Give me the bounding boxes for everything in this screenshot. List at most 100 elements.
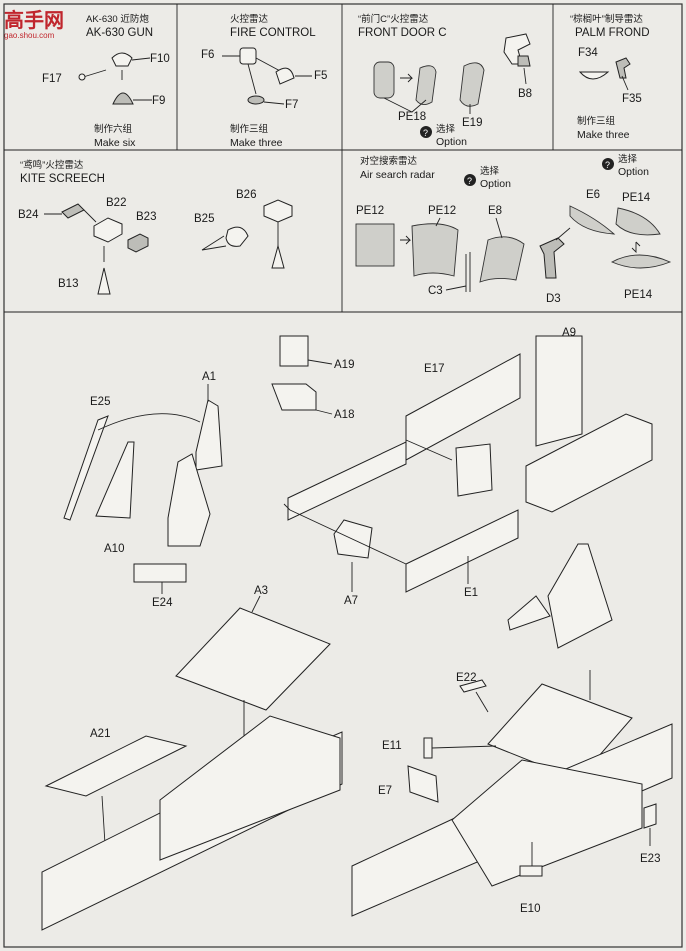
superstructure-right [525, 413, 653, 513]
watermark-chars: 高手网 [4, 10, 64, 32]
air-search-title-en: Air search radar [360, 169, 435, 181]
option-marker-icon-2 [464, 174, 476, 186]
f34-dish-part [578, 71, 610, 80]
label-E22: E22 [456, 672, 476, 684]
option-marker-icon-3 [602, 158, 614, 170]
f35-mount-part [615, 57, 631, 79]
label-F10: F10 [150, 53, 170, 65]
label-E1: E1 [464, 587, 478, 599]
part-E22 [459, 679, 487, 693]
front-door-option-zh: 选择 [436, 123, 456, 135]
air-search-title-zh: 对空搜索雷达 [360, 155, 418, 167]
label-A1: A1 [202, 371, 216, 383]
fire-control-note-zh: 制作三组 [230, 123, 269, 135]
ak630-turret-part [111, 52, 133, 67]
part-E23 [643, 803, 657, 829]
b22-part [93, 217, 123, 243]
label-B23: B23 [136, 211, 156, 223]
label-A9: A9 [562, 327, 576, 339]
part-E24-block [167, 453, 211, 547]
label-E24: E24 [152, 597, 173, 609]
fc-base-part [247, 95, 265, 105]
part-A1 [195, 399, 223, 471]
front-door-title-zh: “前门C”火控雷达 [358, 13, 429, 25]
palm-frond-note-en: Make three [577, 129, 630, 141]
b24-part [61, 203, 85, 219]
part-E11 [423, 737, 433, 759]
part-A3 [175, 607, 331, 711]
e19-radar-face [459, 62, 485, 107]
part-A9 [535, 335, 583, 447]
label-PE12-flat: PE12 [356, 205, 384, 217]
label-E6: E6 [586, 189, 600, 201]
panel-fire-control: 火控雷达 FIRE CONTROL F6 F5 F7 制作三组 Make thr… [201, 13, 327, 149]
e6-antenna-part [569, 205, 616, 235]
label-B8: B8 [518, 88, 532, 100]
front-door-title-en: FRONT DOOR C [358, 27, 447, 39]
label-PE14-top: PE14 [622, 192, 651, 204]
label-PE18: PE18 [398, 111, 426, 123]
b13-mast-part [97, 267, 111, 295]
label-A3: A3 [254, 585, 268, 597]
label-PE14-bottom: PE14 [624, 289, 653, 301]
fire-control-title-en: FIRE CONTROL [230, 27, 316, 39]
watermark-url: gao.shou.com [4, 31, 55, 40]
fire-control-title-zh: 火控雷达 [230, 13, 269, 25]
label-E8: E8 [488, 205, 502, 217]
pe18-bent-mesh [415, 65, 437, 105]
panel-kite-screech: “鸢鸣”火控雷达 KITE SCREECH B24 B22 B23 B13 B2… [18, 159, 293, 295]
hull-left-superstructure [159, 715, 341, 861]
option-marker-glyph-3: ? [605, 160, 610, 170]
label-E25: E25 [90, 396, 110, 408]
label-B26: B26 [236, 189, 256, 201]
label-E10: E10 [520, 903, 540, 915]
kite-title-zh: “鸢鸣”火控雷达 [20, 159, 84, 171]
panel-air-search: 对空搜索雷达 Air search radar ? 选择 Option PE12… [355, 153, 672, 305]
panel-frames [3, 3, 683, 948]
part-E1 [405, 509, 519, 593]
fc-director-part [239, 47, 257, 65]
label-A19: A19 [334, 359, 354, 371]
pe12-bent-mesh [411, 223, 459, 277]
label-E23: E23 [640, 853, 660, 865]
part-E10 [519, 865, 543, 877]
part-E24 [133, 563, 187, 583]
air-search-option-en: Option [480, 178, 511, 190]
label-E7: E7 [378, 785, 392, 797]
label-B13: B13 [58, 278, 78, 290]
option-marker-glyph-2: ? [467, 176, 472, 186]
hull-right-superstructure [451, 759, 643, 887]
label-F35: F35 [622, 93, 642, 105]
b25-dish-part [225, 226, 249, 247]
palm-frond-note-zh: 制作三组 [577, 115, 616, 127]
palm-frond-title-en: PALM FROND [575, 27, 650, 39]
label-F6: F6 [201, 49, 214, 61]
front-door-option-en: Option [436, 136, 467, 148]
pe14-bottom-mesh [610, 254, 672, 269]
fc-dish-part [275, 67, 295, 85]
label-F17: F17 [42, 73, 62, 85]
air-search-option2-en: Option [618, 166, 649, 178]
panel-palm-frond: “棕榈叶”制导雷达 PALM FROND F34 F35 制作三组 Make t… [570, 13, 650, 141]
b23-part [127, 233, 149, 253]
label-C3: C3 [428, 285, 443, 297]
watermark-logo: 高手网 gao.shou.com [4, 4, 64, 40]
part-A21 [44, 735, 188, 797]
option-marker-icon [420, 126, 432, 138]
pe14-top-mesh [615, 207, 661, 236]
label-D3: D3 [546, 293, 561, 305]
option-marker-glyph: ? [423, 128, 428, 138]
label-E11: E11 [382, 740, 402, 752]
label-B22: B22 [106, 197, 126, 209]
d3-mast-part [539, 237, 565, 279]
label-F9: F9 [152, 95, 165, 107]
air-search-option2-zh: 选择 [618, 153, 638, 165]
label-A18: A18 [334, 409, 354, 421]
e8-antenna-part [479, 236, 525, 283]
b26-base-part [271, 244, 285, 269]
ak630-base-part [112, 92, 134, 105]
panel-front-door: “前门C”火控雷达 FRONT DOOR C PE18 E19 B8 ? 选择 … [358, 13, 532, 148]
part-E17-wall [287, 441, 407, 521]
